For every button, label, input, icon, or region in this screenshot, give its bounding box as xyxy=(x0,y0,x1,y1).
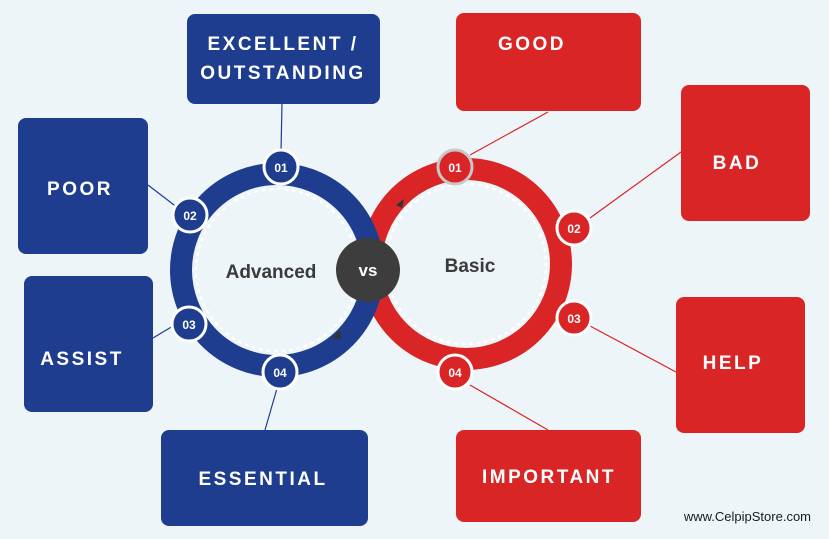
badge-number: 04 xyxy=(273,366,287,380)
basic-center-label: Basic xyxy=(445,256,496,277)
connector-advanced-04 xyxy=(264,384,279,431)
basic-box-03: HELP xyxy=(676,297,805,433)
badge-number: 04 xyxy=(448,366,462,380)
box-label: ASSIST xyxy=(40,349,124,370)
connector-advanced-03 xyxy=(152,325,174,339)
connector-basic-04 xyxy=(469,384,549,431)
badge-number: 02 xyxy=(567,222,581,236)
connector-lines xyxy=(147,102,682,431)
website-label: www.CelpipStore.com xyxy=(683,509,811,524)
arrow-head-icon-basic xyxy=(396,199,404,208)
vs-label: vs xyxy=(359,261,378,280)
vs-circle: vs xyxy=(336,238,400,302)
basic-box-02: BAD xyxy=(681,85,810,221)
arrow-head-icon-advanced xyxy=(332,330,341,339)
box-label: POOR xyxy=(47,179,113,200)
connector-basic-01 xyxy=(469,111,549,156)
advanced-badge-02: 02 xyxy=(171,196,209,234)
advanced-center-label: Advanced xyxy=(226,262,317,283)
box-label: HELP xyxy=(703,353,764,374)
connector-advanced-01 xyxy=(280,102,283,153)
box-label: ESSENTIAL xyxy=(198,469,327,490)
badge-number: 03 xyxy=(182,318,196,332)
badge-number: 01 xyxy=(448,161,462,175)
basic-badge-02: 02 xyxy=(555,209,593,247)
basic-badge-04: 04 xyxy=(436,353,474,391)
badge-number: 01 xyxy=(274,161,288,175)
box-label: IMPORTANT xyxy=(482,467,616,488)
advanced-box-04: ESSENTIAL xyxy=(161,430,368,526)
badge-number: 02 xyxy=(183,209,197,223)
basic-box-01: GOOD xyxy=(456,13,641,111)
advanced-badge-04: 04 xyxy=(261,353,299,391)
basic-badge-03: 03 xyxy=(555,299,593,337)
advanced-box-03: ASSIST xyxy=(24,276,153,412)
advanced-box-01: EXCELLENT / OUTSTANDING xyxy=(187,14,380,104)
box-label-line-1: EXCELLENT / xyxy=(207,34,358,55)
connector-basic-02 xyxy=(589,151,682,219)
box-label-line-2: OUTSTANDING xyxy=(200,63,365,84)
box-label: BAD xyxy=(713,153,762,174)
advanced-badge-01: 01 xyxy=(262,148,300,186)
basic-badge-01: 01 xyxy=(436,148,474,186)
connector-basic-03 xyxy=(589,325,677,373)
badge-number: 03 xyxy=(567,312,581,326)
advanced-box-02: POOR xyxy=(18,118,148,254)
advanced-badge-03: 03 xyxy=(170,305,208,343)
basic-box-04: IMPORTANT xyxy=(456,430,641,522)
box-label: GOOD xyxy=(498,34,566,55)
connector-advanced-02 xyxy=(147,184,179,209)
